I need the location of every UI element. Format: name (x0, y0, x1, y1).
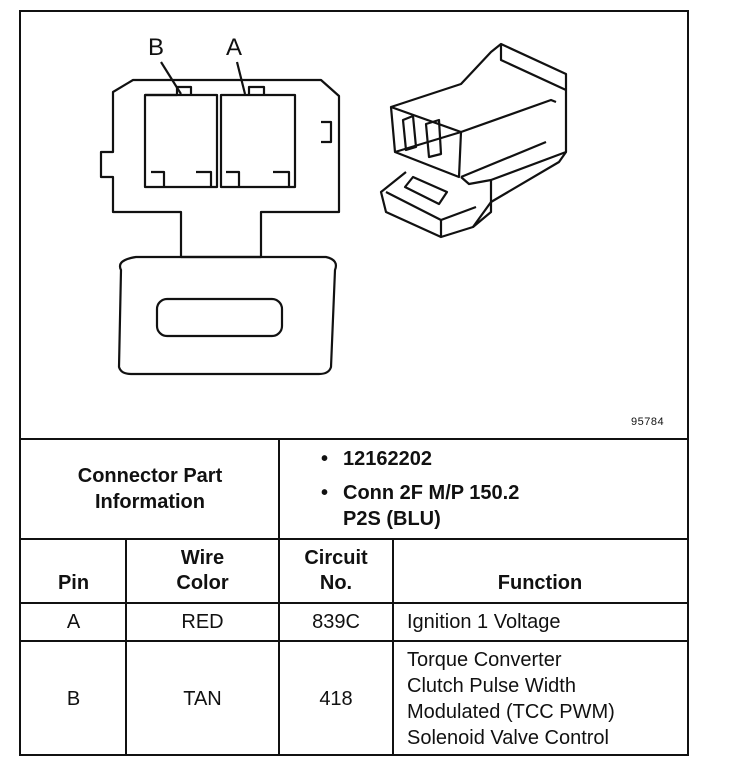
bullet-icon: • (321, 482, 329, 504)
row-b-pin: B (66, 688, 81, 710)
row-a-circuit: 839C (312, 611, 360, 633)
row-b-circuit: 418 (319, 688, 353, 710)
row-a-function: Ignition 1 Voltage (407, 611, 561, 633)
connector-info-item: • Conn 2F M/P 150.2 (321, 482, 520, 504)
connector-info-title-line1: Connector Part (77, 465, 223, 487)
row-b-function: Torque Converter Clutch Pulse Width Modu… (407, 649, 615, 749)
figure-number: 95784 (631, 416, 665, 428)
connector-diagram: B A 95784 (21, 12, 687, 440)
cavity-b (143, 93, 219, 189)
bullet-icon: • (321, 448, 329, 470)
header-circuit: Circuit No. (304, 547, 368, 594)
latch-slot (155, 297, 284, 338)
connector-latch (117, 255, 338, 376)
connector-iso-view (379, 42, 568, 239)
header-wire-color: Wire Color (176, 547, 229, 594)
pin-label-b: B (148, 34, 165, 61)
connector-drawing (99, 42, 568, 376)
header-pin: Pin (57, 572, 90, 594)
pin-label-a: A (226, 34, 243, 61)
connector-info-title: Connector Part Information (21, 440, 279, 538)
row-a-wire-color: RED (181, 611, 224, 633)
cavity-a (219, 93, 297, 189)
connector-info-title-line2: Information (95, 491, 205, 513)
connector-info-item: • 12162202 (321, 448, 432, 470)
header-function: Function (497, 572, 583, 594)
row-b-wire-color: TAN (183, 688, 222, 710)
connector-info-list: • 12162202 • Conn 2F M/P 150.2 P2S (BLU) (321, 446, 519, 532)
connector-info-item: P2S (BLU) (343, 508, 441, 530)
connector-sheet: B A 95784 Connector Part Information • 1… (19, 10, 689, 756)
row-a-pin: A (66, 611, 81, 633)
